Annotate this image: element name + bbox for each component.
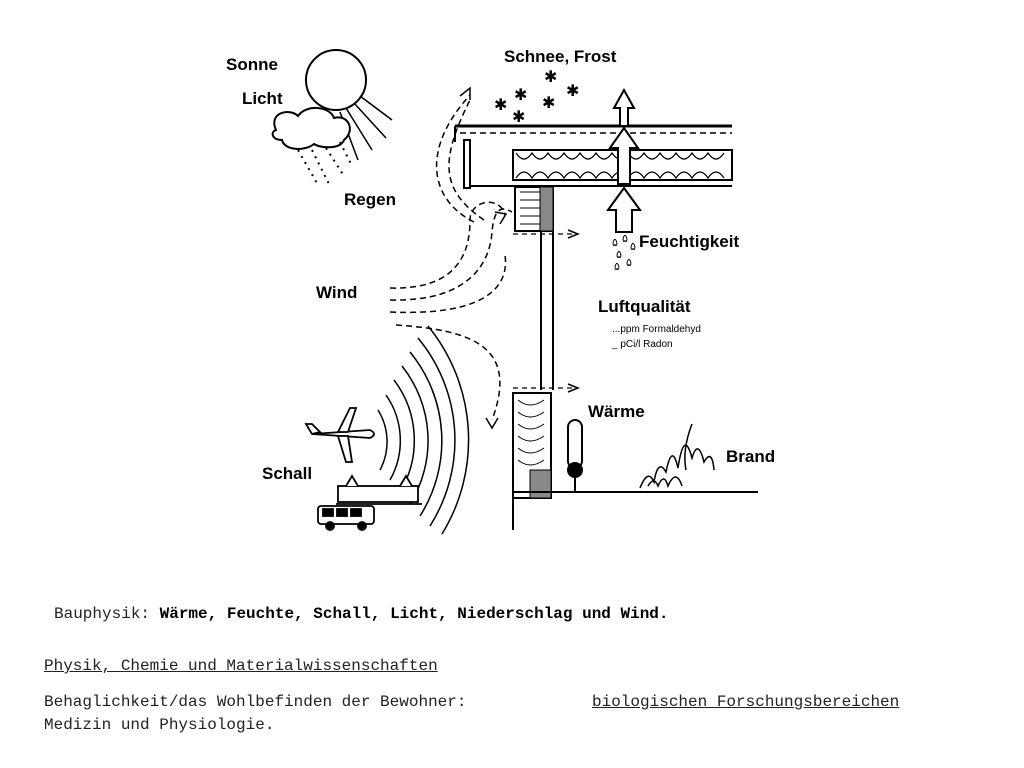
label-sonne: Sonne — [226, 55, 278, 74]
svg-text:✱: ✱ — [544, 67, 557, 86]
label-feuchtigkeit: Feuchtigkeit — [639, 232, 739, 251]
vapor-up-arrow — [606, 87, 642, 233]
airplane-icon — [304, 407, 375, 463]
wellbeing-text: Behaglichkeit/das Wohlbefinden der Bewoh… — [44, 691, 466, 713]
svg-text:✱: ✱ — [566, 81, 579, 100]
wind-arrowheads — [459, 86, 508, 430]
snowflake-icons: ✱ ✱ ✱ ✱ ✱ ✱ — [494, 67, 579, 126]
caption-topics: Wärme, Feuchte, Schall, Licht, Niedersch… — [159, 605, 669, 623]
label-brand: Brand — [726, 447, 775, 466]
svg-text:✱: ✱ — [512, 107, 525, 126]
roof-section — [454, 124, 733, 189]
svg-text:✱: ✱ — [494, 95, 507, 114]
label-radon: _ pCi/l Radon — [611, 339, 673, 350]
wall-section — [512, 186, 758, 530]
label-regen: Regen — [344, 190, 396, 209]
fire-icon — [639, 423, 715, 489]
train-icon — [336, 474, 422, 505]
rain-cloud-icon — [271, 107, 353, 187]
svg-text:۵: ۵ — [622, 232, 628, 245]
svg-text:۵: ۵ — [614, 260, 620, 273]
label-wind: Wind — [316, 283, 357, 302]
label-formaldehyd: ...ppm Formaldehyd — [612, 324, 701, 335]
caption: Bauphysik: Wärme, Feuchte, Schall, Licht… — [54, 603, 669, 625]
svg-text:۵: ۵ — [626, 256, 632, 269]
wellbeing-continuation: Medizin und Physiologie. — [44, 716, 275, 734]
label-luftqualitaet: Luftqualität — [598, 297, 691, 316]
svg-text:۵: ۵ — [616, 248, 622, 261]
svg-text:۵: ۵ — [630, 240, 636, 253]
svg-text:✱: ✱ — [542, 93, 555, 112]
physics-chemistry-link[interactable]: Physik, Chemie und Materialwissenschafte… — [44, 657, 438, 675]
thermometer-icon — [567, 419, 583, 492]
sound-waves — [377, 325, 470, 535]
label-schall: Schall — [262, 464, 312, 483]
label-licht: Licht — [242, 89, 283, 108]
caption-prefix: Bauphysik: — [54, 605, 151, 623]
biology-research-link[interactable]: biologischen Forschungsbereichen — [592, 693, 900, 711]
svg-text:۵: ۵ — [612, 236, 618, 249]
wind-flow-lines — [389, 94, 513, 421]
wellbeing-label: Behaglichkeit/das Wohlbefinden der Bewoh… — [44, 693, 467, 711]
label-waerme: Wärme — [588, 402, 645, 421]
bus-icon — [317, 505, 375, 531]
label-schnee-frost: Schnee, Frost — [504, 47, 617, 66]
svg-text:✱: ✱ — [514, 85, 527, 104]
